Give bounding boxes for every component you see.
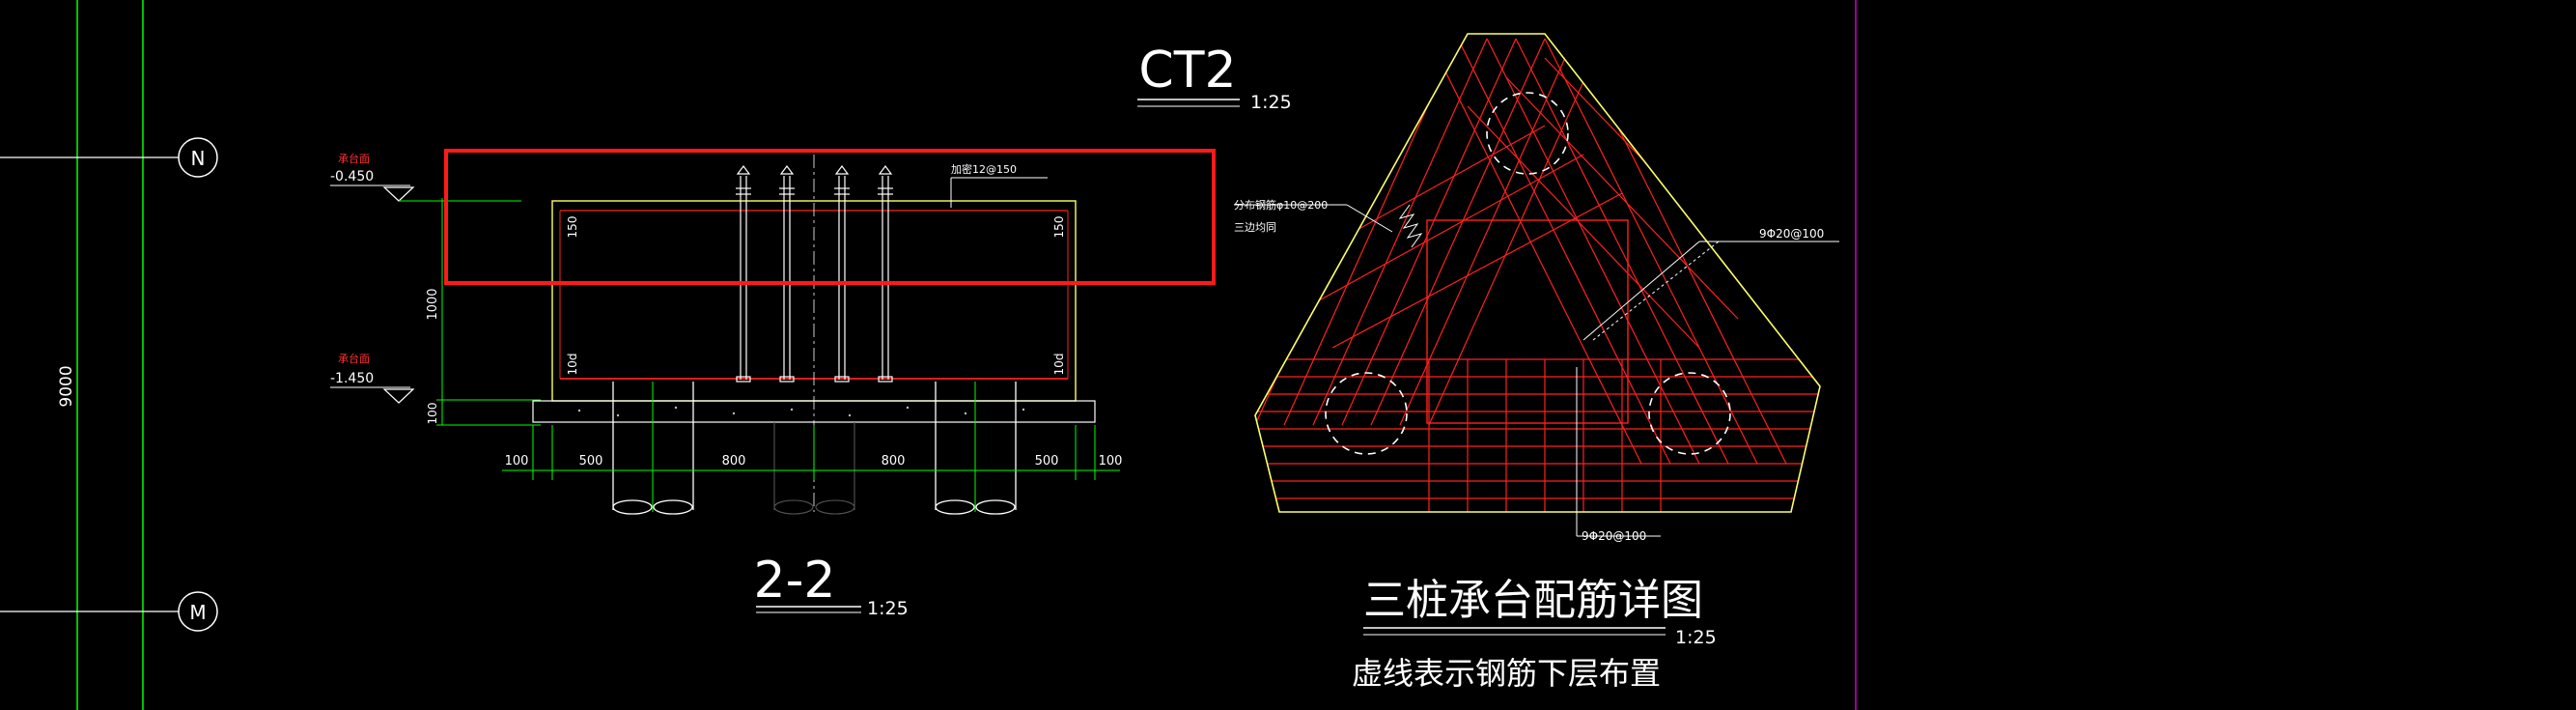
label-right-rebar: 9Φ20@100 [1759, 227, 1824, 241]
bottom-level-tag: 承台面 [338, 352, 370, 365]
middle-pile-hidden [773, 422, 855, 515]
top-rebar-note: 加密12@150 [951, 162, 1017, 176]
span-dimension: 9000 [57, 365, 76, 407]
grid-axes: N M 9000 [0, 0, 218, 710]
three-pile-cap-detail: 分布钢筋φ10@200 三边均同 9Φ20@100 9Φ20@100 三桩承台配… [1234, 33, 1839, 692]
svg-text:150: 150 [1052, 216, 1066, 239]
bottom-dim-1: 100 [505, 454, 529, 469]
cap-outline [1254, 33, 1821, 513]
axis-m-label: M [189, 601, 206, 624]
axis-m-bubble [178, 591, 218, 632]
label-distribution-rebar: 分布钢筋φ10@200 [1234, 198, 1328, 212]
pile-circle-top [1486, 92, 1569, 175]
svg-text:1000: 1000 [426, 288, 440, 320]
svg-text:10d: 10d [1052, 354, 1066, 376]
highlight-box [444, 149, 1216, 285]
bottom-dim-5: 500 [1035, 454, 1059, 469]
anchor-bolts [736, 165, 893, 383]
label-bottom-rebar: 9Φ20@100 [1582, 529, 1646, 543]
bottom-dim-6: 100 [1099, 454, 1123, 469]
bottom-dim-3: 800 [722, 454, 746, 469]
detail-title: 三桩承台配筋详图 [1363, 576, 1703, 625]
bottom-dim-4: 800 [882, 454, 906, 469]
axis-n-bubble [178, 137, 218, 178]
rebar-grid [1255, 38, 1820, 512]
pile-circle-right [1648, 372, 1731, 455]
cap-label: CT2 1:25 [1137, 42, 1292, 113]
svg-text:10d: 10d [566, 354, 579, 376]
top-level-value: -0.450 [330, 169, 374, 185]
section-scale: 1:25 [867, 598, 909, 619]
top-level-symbol [382, 186, 415, 202]
label-three-sides: 三边均同 [1234, 221, 1276, 234]
top-level-tag: 承台面 [338, 152, 370, 165]
svg-text:100: 100 [426, 403, 439, 425]
cap-scale: 1:25 [1250, 92, 1292, 113]
section-title: 2-2 [754, 552, 836, 610]
bottom-dim-2: 500 [579, 454, 603, 469]
cap-title: CT2 [1138, 42, 1236, 99]
bottom-level-value: -1.450 [330, 371, 374, 386]
detail-scale: 1:25 [1675, 627, 1717, 648]
pile-circle-left [1325, 372, 1408, 455]
detail-note: 虚线表示钢筋下层布置 [1352, 655, 1661, 692]
bottom-level-symbol [382, 388, 415, 404]
piles [612, 382, 1017, 515]
axis-n-label: N [191, 147, 206, 170]
svg-text:150: 150 [566, 216, 579, 239]
section-2-2: 承台面 -0.450 承台面 -1.450 1000 100 [330, 149, 1216, 619]
